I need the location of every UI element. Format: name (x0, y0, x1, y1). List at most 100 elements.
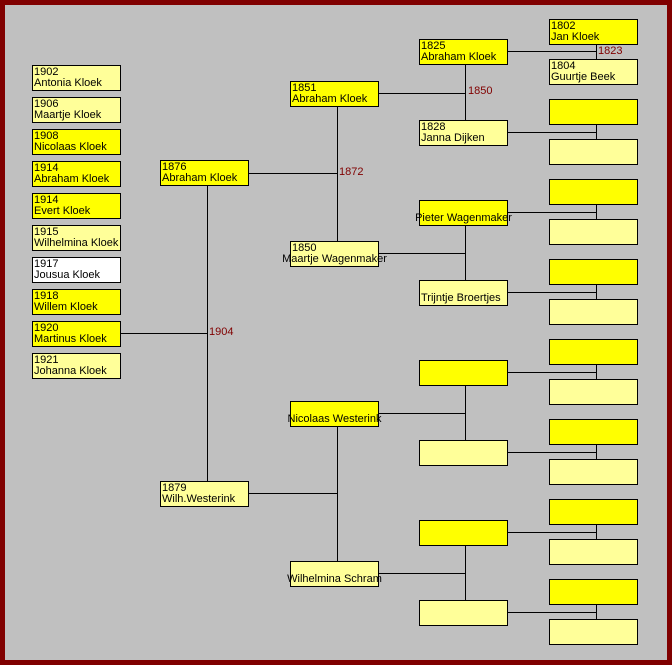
connector-line (337, 426, 338, 561)
person-name: Jousua Kloek (34, 269, 101, 281)
person-name: Abraham Kloek (162, 172, 238, 184)
marriage-year: 1872 (339, 166, 364, 178)
person-name: Jan Kloek (551, 31, 600, 43)
connector-line (207, 185, 208, 481)
person-box[interactable] (419, 440, 508, 466)
connector-line (508, 532, 596, 533)
connector-line (596, 204, 597, 219)
person-box[interactable] (549, 579, 638, 605)
person-box[interactable]: Trijntje Broertjes (419, 280, 508, 306)
person-name: Abraham Kloek (292, 93, 368, 105)
person-box[interactable] (549, 259, 638, 285)
person-birth-year: 1825 (421, 40, 446, 52)
person-name: Evert Kloek (34, 205, 91, 217)
person-box[interactable] (549, 619, 638, 645)
connector-line (596, 524, 597, 539)
person-box[interactable] (549, 219, 638, 245)
person-box[interactable] (419, 520, 508, 546)
person-birth-year: 1906 (34, 98, 59, 110)
person-birth-year: 1914 (34, 194, 59, 206)
person-name: Wilhelmina Schram (287, 573, 382, 585)
person-name: Abraham Kloek (34, 173, 110, 185)
person-birth-year: 1921 (34, 354, 59, 366)
connector-line (596, 44, 597, 59)
person-box[interactable] (419, 600, 508, 626)
connector-line (596, 444, 597, 459)
connector-line (249, 493, 337, 494)
person-birth-year: 1850 (292, 242, 317, 254)
connector-line (379, 413, 465, 414)
person-box[interactable] (549, 139, 638, 165)
person-box[interactable]: Nicolaas Westerink (288, 401, 381, 427)
person-box[interactable] (549, 379, 638, 405)
connector-line (249, 173, 337, 174)
connector-line (596, 284, 597, 299)
connector-line (508, 132, 596, 133)
person-name: Wilhelmina Kloek (34, 237, 119, 249)
person-name: Martinus Kloek (34, 333, 107, 345)
person-name: Willem Kloek (34, 301, 98, 313)
connector-line (465, 64, 466, 120)
connector-line (508, 452, 596, 453)
person-box[interactable] (549, 459, 638, 485)
person-birth-year: 1802 (551, 20, 576, 32)
person-box[interactable]: Wilhelmina Schram (287, 561, 382, 587)
person-box[interactable] (549, 99, 638, 125)
person-birth-year: 1879 (162, 482, 187, 494)
marriage-year: 1850 (468, 85, 493, 97)
connector-line (508, 372, 596, 373)
person-name: Janna Dijken (421, 132, 485, 144)
person-box[interactable] (549, 539, 638, 565)
person-box[interactable] (549, 339, 638, 365)
person-birth-year: 1851 (292, 82, 317, 94)
person-name: Johanna Kloek (34, 365, 107, 377)
connector-line (379, 573, 465, 574)
person-name: Guurtje Beek (551, 71, 616, 83)
person-box[interactable] (549, 299, 638, 325)
person-box[interactable]: Pieter Wagenmaker (415, 200, 512, 226)
person-box[interactable] (549, 419, 638, 445)
connector-line (596, 604, 597, 619)
person-name: Wilh.Westerink (162, 493, 236, 505)
connector-line (465, 545, 466, 600)
person-box[interactable] (419, 360, 508, 386)
connector-line (121, 333, 207, 334)
person-birth-year: 1918 (34, 290, 59, 302)
person-birth-year: 1902 (34, 66, 59, 78)
connector-line (379, 253, 465, 254)
person-name: Nicolaas Kloek (34, 141, 107, 153)
person-birth-year: 1914 (34, 162, 59, 174)
marriage-year: 1823 (598, 45, 623, 57)
person-name: Pieter Wagenmaker (415, 212, 512, 224)
person-birth-year: 1828 (421, 121, 446, 133)
person-birth-year: 1917 (34, 258, 59, 270)
connector-line (596, 364, 597, 379)
person-name: Maartje Kloek (34, 109, 102, 121)
person-birth-year: 1915 (34, 226, 59, 238)
person-box[interactable] (549, 499, 638, 525)
marriage-year: 1904 (209, 326, 234, 338)
person-birth-year: 1804 (551, 60, 576, 72)
person-name: Maartje Wagenmaker (282, 253, 387, 265)
connector-line (508, 612, 596, 613)
person-box[interactable] (549, 179, 638, 205)
